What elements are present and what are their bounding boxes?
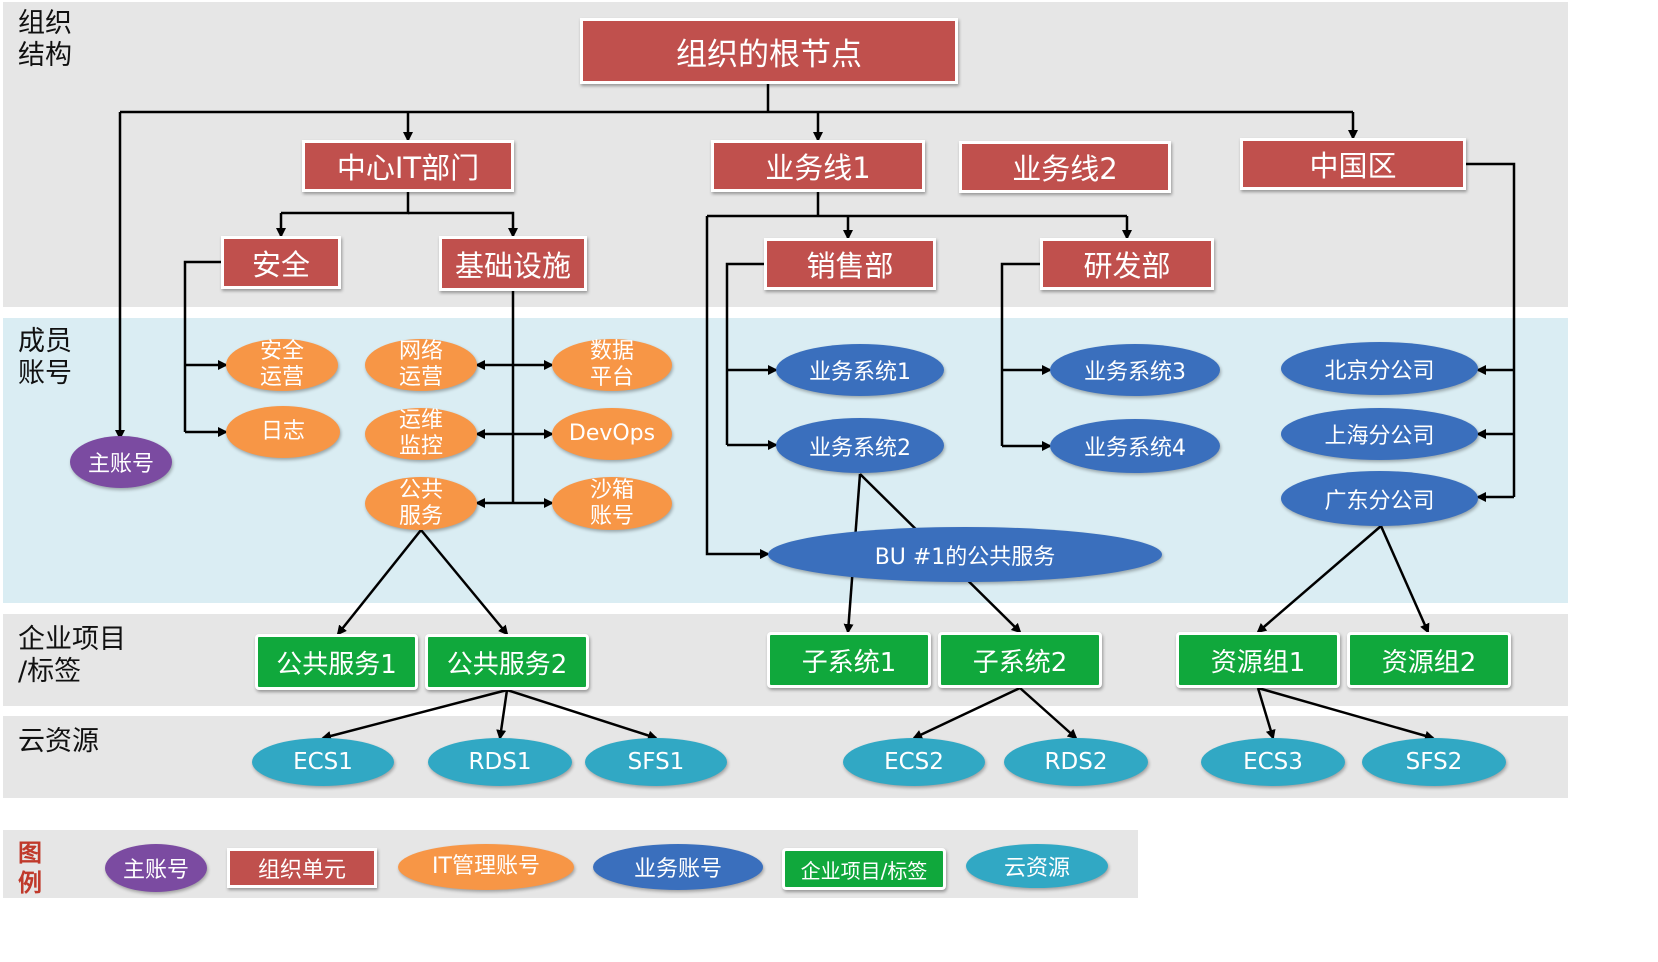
- master-account-node: 主账号: [70, 436, 172, 488]
- project-subsystem-1: 子系统1: [767, 632, 931, 688]
- legend-biz-account: 业务账号: [593, 844, 763, 890]
- org-unit-it-dept: 中心IT部门: [302, 140, 514, 192]
- org-unit-bl1: 业务线1: [711, 140, 925, 192]
- project-resource-group-2: 资源组2: [1347, 632, 1511, 688]
- resource-ecs2: ECS2: [843, 738, 985, 786]
- resource-ecs1: ECS1: [252, 738, 394, 786]
- org-unit-infra: 基础设施: [439, 236, 587, 291]
- resource-sfs1: SFS1: [585, 738, 727, 786]
- resource-rds2: RDS2: [1004, 738, 1148, 786]
- resource-rds1: RDS1: [428, 738, 572, 786]
- project-public-service-2: 公共服务2: [425, 634, 589, 690]
- project-public-service-1: 公共服务1: [255, 634, 418, 690]
- biz-account-beijing: 北京分公司: [1281, 342, 1478, 395]
- it-account-devops: DevOps: [552, 408, 672, 460]
- biz-account-bu-public: BU #1的公共服务: [768, 527, 1162, 582]
- resource-ecs3: ECS3: [1201, 738, 1345, 786]
- biz-account-4: 业务系统4: [1050, 419, 1220, 473]
- legend-title: 图 例: [18, 839, 42, 897]
- it-account-public-service: 公共 服务: [365, 477, 477, 530]
- legend-cloud-resource: 云资源: [966, 844, 1108, 888]
- legend-master-account: 主账号: [105, 844, 207, 892]
- band-label-accounts: 成员 账号: [18, 326, 72, 389]
- band-label-projects: 企业项目 /标签: [18, 624, 126, 687]
- project-subsystem-2: 子系统2: [938, 632, 1102, 688]
- org-unit-sales: 销售部: [764, 238, 936, 290]
- it-account-log: 日志: [226, 406, 340, 458]
- resource-sfs2: SFS2: [1362, 738, 1506, 786]
- biz-account-3: 业务系统3: [1050, 344, 1220, 396]
- org-unit-rnd: 研发部: [1040, 238, 1214, 290]
- org-unit-bl2: 业务线2: [959, 141, 1171, 193]
- biz-account-shanghai: 上海分公司: [1281, 408, 1478, 460]
- legend-it-account: IT管理账号: [398, 844, 574, 890]
- biz-account-guangdong: 广东分公司: [1281, 471, 1478, 526]
- it-account-ops-monitor: 运维 监控: [365, 408, 477, 460]
- project-resource-group-1: 资源组1: [1176, 632, 1340, 688]
- band-label-resources: 云资源: [18, 726, 99, 757]
- org-unit-china: 中国区: [1240, 138, 1466, 190]
- legend-project: 企业项目/标签: [782, 848, 946, 890]
- band-label-org: 组织 结构: [18, 8, 72, 71]
- it-account-net-ops: 网络 运营: [365, 339, 477, 391]
- org-root-node: 组织的根节点: [580, 18, 958, 84]
- it-account-data-platform: 数据 平台: [552, 339, 672, 391]
- org-unit-security: 安全: [221, 236, 341, 289]
- it-account-sec-ops: 安全 运营: [226, 339, 338, 391]
- legend-org-unit: 组织单元: [227, 848, 377, 888]
- biz-account-2: 业务系统2: [776, 418, 944, 473]
- biz-account-1: 业务系统1: [776, 344, 944, 396]
- it-account-sandbox: 沙箱 账号: [552, 477, 672, 530]
